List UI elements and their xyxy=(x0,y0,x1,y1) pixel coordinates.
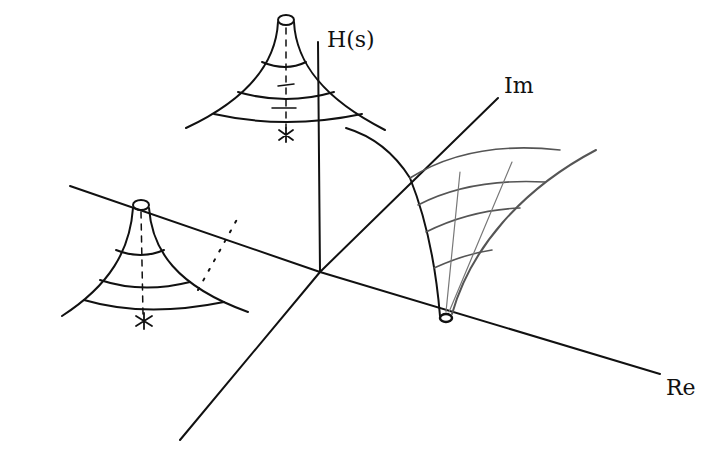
pole-peak xyxy=(186,15,385,142)
conjugate-link xyxy=(198,214,240,290)
zero-funnel xyxy=(346,128,596,322)
axis-label: Re xyxy=(666,376,696,400)
axis-label: Im xyxy=(504,74,534,98)
axis-label: H(s) xyxy=(327,28,375,52)
magnitude-axis xyxy=(318,42,320,272)
imaginary-axis xyxy=(180,98,498,440)
pole-peak xyxy=(62,200,248,329)
real-axis xyxy=(70,186,660,374)
